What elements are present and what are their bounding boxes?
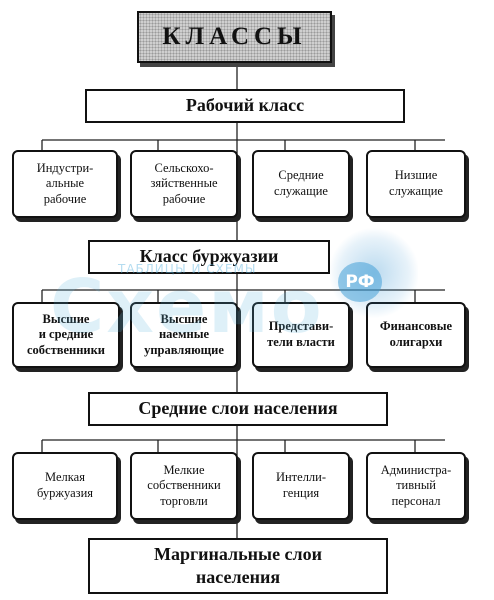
watermark-badge: РФ: [338, 262, 382, 302]
section-header-bourgeoisie: Класс буржуазии: [88, 240, 330, 274]
box-industrial-workers: Индустри- альные рабочие: [12, 150, 118, 218]
box-hired-managers: Высшие наемные управляющие: [130, 302, 238, 368]
section-header-marginal-strata: Маргинальные слои населения: [88, 538, 388, 594]
diagram-title: КЛАССЫ: [137, 11, 332, 63]
box-government-representatives: Представи- тели власти: [252, 302, 350, 368]
box-administrative-staff: Администра- тивный персонал: [366, 452, 466, 520]
box-petty-bourgeoisie: Мелкая буржуазия: [12, 452, 118, 520]
box-middle-employees: Средние служащие: [252, 150, 350, 218]
watermark-subtext: ТАБЛИЦЫ И СХЕМЫ: [118, 262, 257, 276]
box-financial-oligarchs: Финансовые олигархи: [366, 302, 466, 368]
box-upper-middle-owners: Высшие и средние собственники: [12, 302, 120, 368]
section-header-working-class: Рабочий класс: [85, 89, 405, 123]
box-agricultural-workers: Сельскохо- зяйственные рабочие: [130, 150, 238, 218]
box-lower-employees: Низшие служащие: [366, 150, 466, 218]
section-header-middle-strata: Средние слои населения: [88, 392, 388, 426]
watermark-text: Схемо: [50, 264, 324, 350]
box-intelligentsia: Интелли- генция: [252, 452, 350, 520]
box-small-trade-owners: Мелкие собственники торговли: [130, 452, 238, 520]
